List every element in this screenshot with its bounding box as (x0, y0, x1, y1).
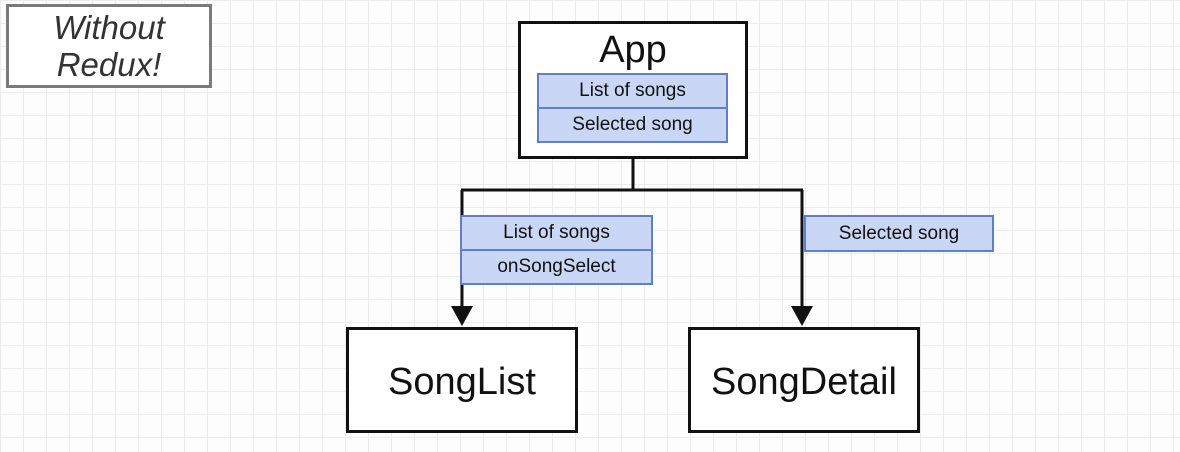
app-state-list-of-songs: List of songs (579, 80, 686, 101)
songdetail-props-list: Selected song (804, 215, 994, 252)
app-state-list: List of songs Selected song (537, 73, 728, 143)
note-line-2: Redux! (56, 46, 162, 83)
without-redux-note: Without Redux! (6, 4, 212, 88)
note-line-1: Without (53, 9, 165, 46)
songlist-arrowhead (451, 306, 473, 326)
songdetail-prop-selected-song: Selected song (838, 222, 960, 244)
songdetail-component-box: SongDetail (688, 327, 920, 433)
songdetail-component-title: SongDetail (711, 361, 897, 403)
songlist-prop-list-of-songs: List of songs (503, 222, 610, 243)
songdetail-arrowhead (791, 306, 813, 326)
app-component-title: App (599, 29, 667, 71)
songlist-prop-on-song-select: onSongSelect (462, 249, 651, 283)
songlist-component-box: SongList (346, 327, 578, 433)
songlist-props-list: List of songs onSongSelect (460, 215, 653, 285)
app-state-selected-song: Selected song (539, 107, 726, 141)
songlist-component-title: SongList (388, 361, 536, 403)
